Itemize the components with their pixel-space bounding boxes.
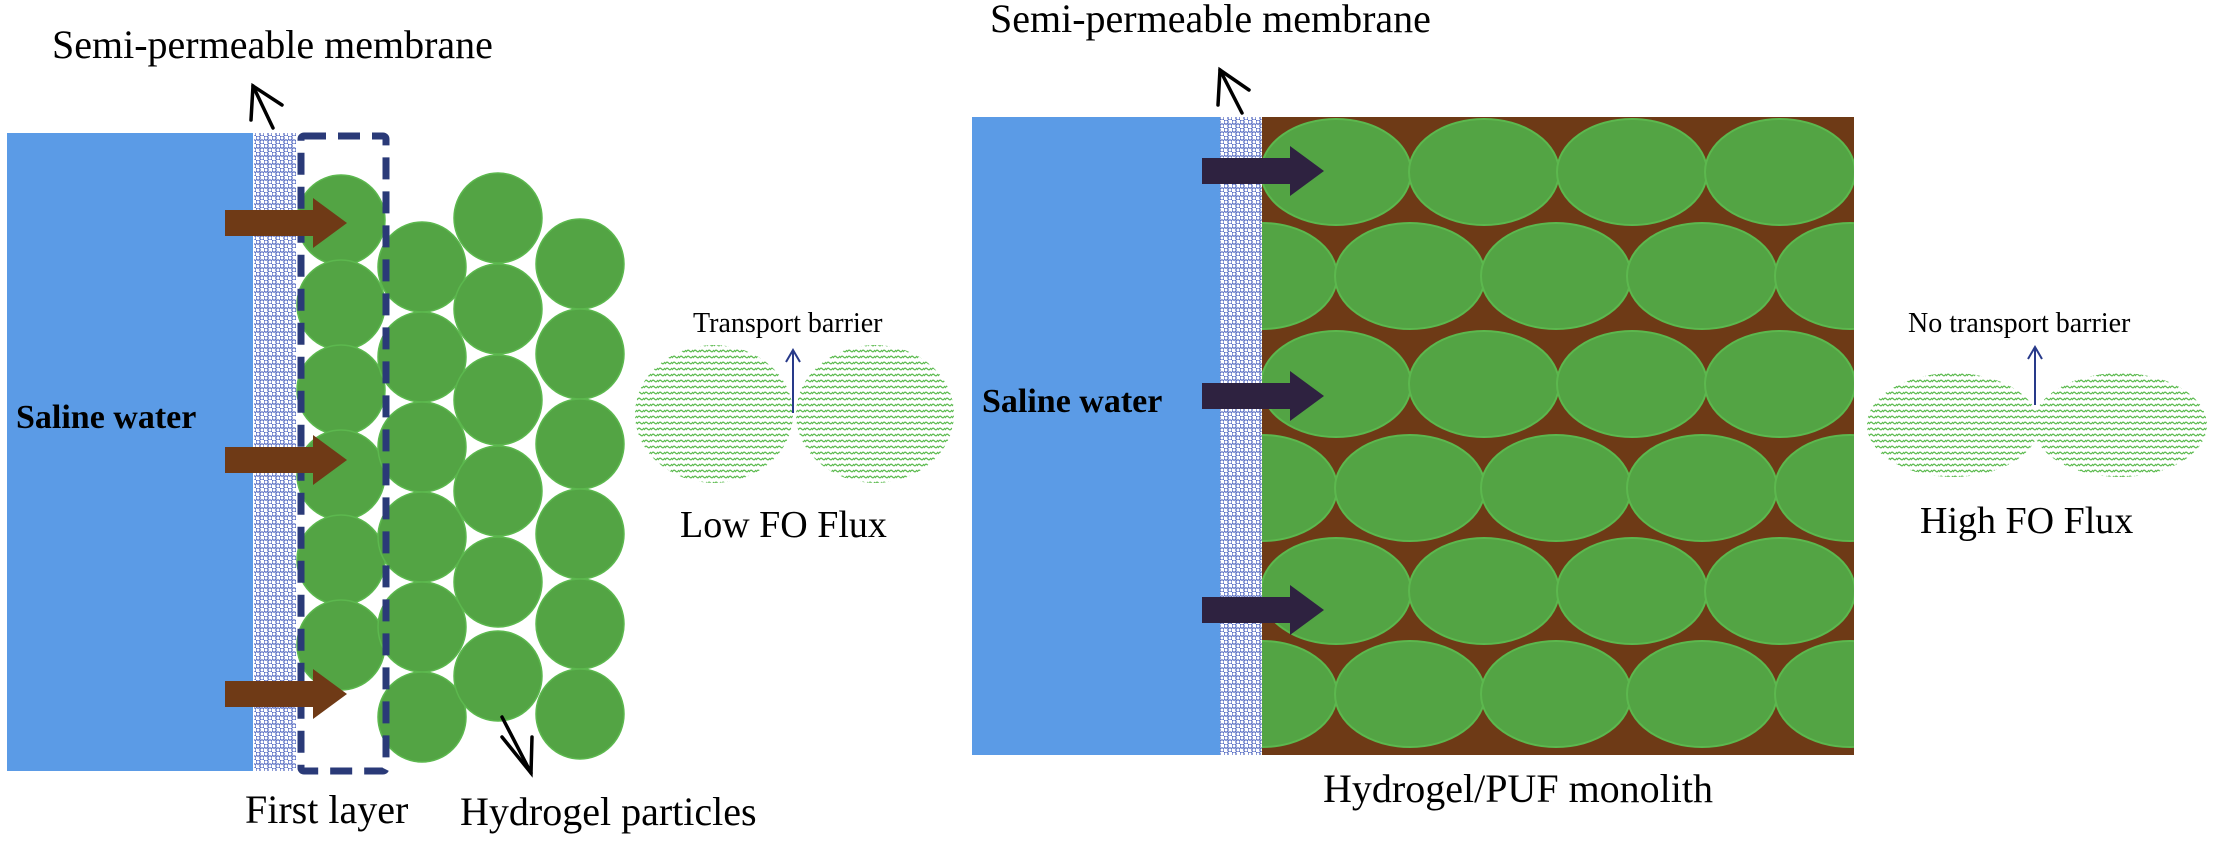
hydrogel-particle	[535, 578, 625, 670]
hydrogel-domain	[1262, 537, 1412, 645]
left-water-flow-arrows	[225, 198, 347, 719]
hydrogel-particle	[377, 581, 467, 673]
hydrogel-particle	[377, 671, 467, 763]
hydrogel-domain	[1408, 118, 1560, 226]
hydrogel-domain	[1704, 118, 1854, 226]
hydrogel-particle	[453, 354, 543, 446]
monolith-hydrogel-domains	[1262, 118, 1854, 748]
inset-domain-left	[1867, 373, 2039, 477]
right-water-flow-arrows	[1202, 146, 1324, 635]
hydrogel-particle	[453, 263, 543, 355]
first-layer-label: First layer	[245, 787, 408, 832]
hydrogel-domain	[1408, 537, 1560, 645]
hydrogel-particle	[296, 259, 386, 351]
hydrogel-domain	[1704, 537, 1854, 645]
left-membrane-pointer-arrow-icon	[249, 82, 284, 130]
hydrogel-domain	[1774, 640, 1854, 748]
hydrogel-domain	[1480, 222, 1632, 330]
hydrogel-domain	[1556, 118, 1708, 226]
hydrogel-particle	[535, 488, 625, 580]
no-barrier-arrow-icon	[2027, 345, 2043, 405]
right-inset-no-transport-barrier: No transport barrier High FO Flux	[1867, 308, 2207, 542]
hydrogel-domain	[1774, 434, 1854, 542]
hydrogel-particles-pointer-arrow-icon	[500, 715, 534, 778]
hydrogel-particle	[296, 429, 386, 521]
hydrogel-particles	[296, 172, 625, 763]
right-semi-permeable-membrane	[1220, 117, 1262, 755]
monolith-label: Hydrogel/PUF monolith	[1323, 766, 1713, 811]
right-panel: Semi-permeable membrane Saline water Hyd…	[972, 0, 2207, 811]
water-flow-arrow-icon	[1202, 585, 1324, 635]
hydrogel-domain	[1556, 330, 1708, 438]
hydrogel-particle	[377, 491, 467, 583]
hydrogel-domain	[1334, 640, 1486, 748]
no-transport-barrier-label: No transport barrier	[1908, 308, 2131, 339]
hydrogel-particle	[535, 398, 625, 490]
hydrogel-puf-monolith	[1262, 117, 1854, 755]
hydrogel-particle	[453, 536, 543, 628]
right-membrane-pointer-arrow-icon	[1216, 66, 1251, 115]
hydrogel-domain	[1480, 434, 1632, 542]
hydrogel-particle	[296, 514, 386, 606]
hydrogel-domain	[1334, 434, 1486, 542]
left-saline-water-label: Saline water	[16, 399, 196, 436]
inset-domain-right	[2033, 373, 2207, 477]
first-layer-dashed-box	[297, 132, 390, 775]
hydrogel-particle	[377, 311, 467, 403]
transport-barrier-label: Transport barrier	[693, 308, 883, 339]
right-saline-water-reservoir	[972, 117, 1220, 755]
right-saline-water-label: Saline water	[982, 383, 1162, 420]
hydrogel-particle	[535, 308, 625, 400]
hydrogel-particle	[377, 401, 467, 493]
hydrogel-domain	[1704, 330, 1854, 438]
hydrogel-particle	[535, 668, 625, 760]
hydrogel-particle	[377, 221, 467, 313]
low-fo-flux-label: Low FO Flux	[680, 504, 887, 546]
hydrogel-domain	[1408, 330, 1560, 438]
left-inset-transport-barrier: Transport barrier Low FO Flux	[635, 308, 954, 546]
hydrogel-domain	[1626, 222, 1778, 330]
water-flow-arrow-icon	[225, 669, 347, 719]
hydrogel-particle	[453, 445, 543, 537]
hydrogel-domain	[1626, 640, 1778, 748]
hydrogel-particles-label: Hydrogel particles	[460, 789, 757, 834]
inset-particle-right	[796, 345, 954, 483]
left-panel: Semi-permeable membrane Saline water Fir…	[7, 22, 954, 834]
hydrogel-particle	[453, 630, 543, 722]
left-membrane-label: Semi-permeable membrane	[52, 22, 493, 67]
hydrogel-particle	[296, 344, 386, 436]
hydrogel-domain	[1626, 434, 1778, 542]
hydrogel-domain	[1334, 222, 1486, 330]
inset-particle-left	[635, 345, 793, 483]
water-flow-arrow-icon	[1202, 371, 1324, 421]
hydrogel-domain	[1480, 640, 1632, 748]
right-membrane-label: Semi-permeable membrane	[990, 0, 1431, 41]
left-saline-water-reservoir	[7, 133, 253, 771]
hydrogel-particle	[453, 172, 543, 264]
hydrogel-domain	[1556, 537, 1708, 645]
water-flow-arrow-icon	[1202, 146, 1324, 196]
hydrogel-particle	[535, 218, 625, 310]
hydrogel-particle	[296, 599, 386, 691]
water-flow-arrow-icon	[225, 435, 347, 485]
barrier-arrow-icon	[785, 348, 801, 413]
high-fo-flux-label: High FO Flux	[1920, 500, 2133, 542]
water-flow-arrow-icon	[225, 198, 347, 248]
hydrogel-domain	[1774, 222, 1854, 330]
